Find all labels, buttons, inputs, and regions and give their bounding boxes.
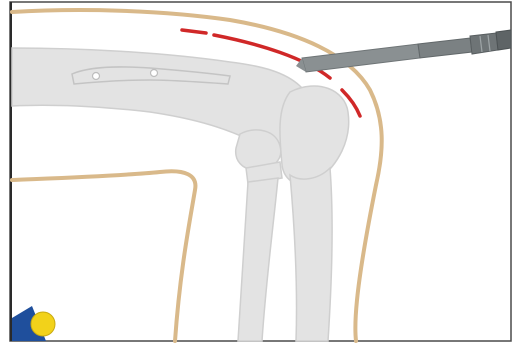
olecranon (280, 86, 349, 184)
radius-bone (238, 178, 278, 341)
corner-badge-icon (12, 306, 55, 341)
ulna-bone (290, 168, 332, 341)
plate-hole (93, 73, 100, 80)
humerus-bone (12, 48, 316, 147)
plate-hole (151, 70, 158, 77)
incision-line (182, 30, 206, 33)
